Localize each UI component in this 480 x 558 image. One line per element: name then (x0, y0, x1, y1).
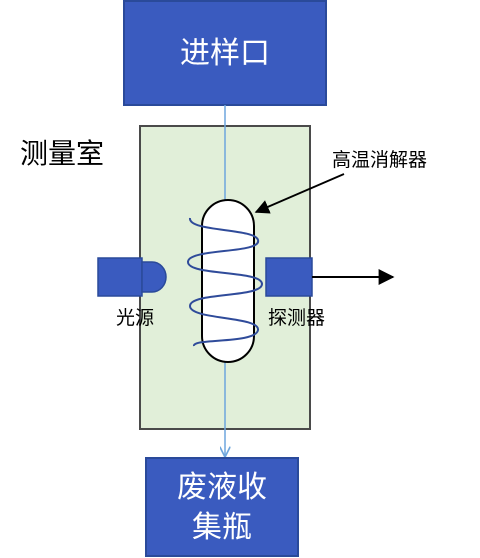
inlet-label: 进样口 (180, 36, 270, 71)
waste-label-line1: 废液收 (177, 470, 267, 505)
waste-bottle-box (145, 457, 299, 557)
chamber-label: 测量室 (20, 137, 104, 170)
inlet-box (123, 0, 327, 106)
light-source-lens (141, 261, 167, 293)
light-source-label: 光源 (116, 307, 154, 329)
light-source-body (97, 257, 143, 297)
detector-body (265, 257, 313, 297)
digester-pointer-arrow (254, 173, 345, 214)
heating-coil (186, 217, 264, 347)
detector-label: 探测器 (268, 307, 325, 329)
digester-label: 高温消解器 (332, 149, 427, 171)
waste-label-line2: 集瓶 (192, 510, 252, 545)
